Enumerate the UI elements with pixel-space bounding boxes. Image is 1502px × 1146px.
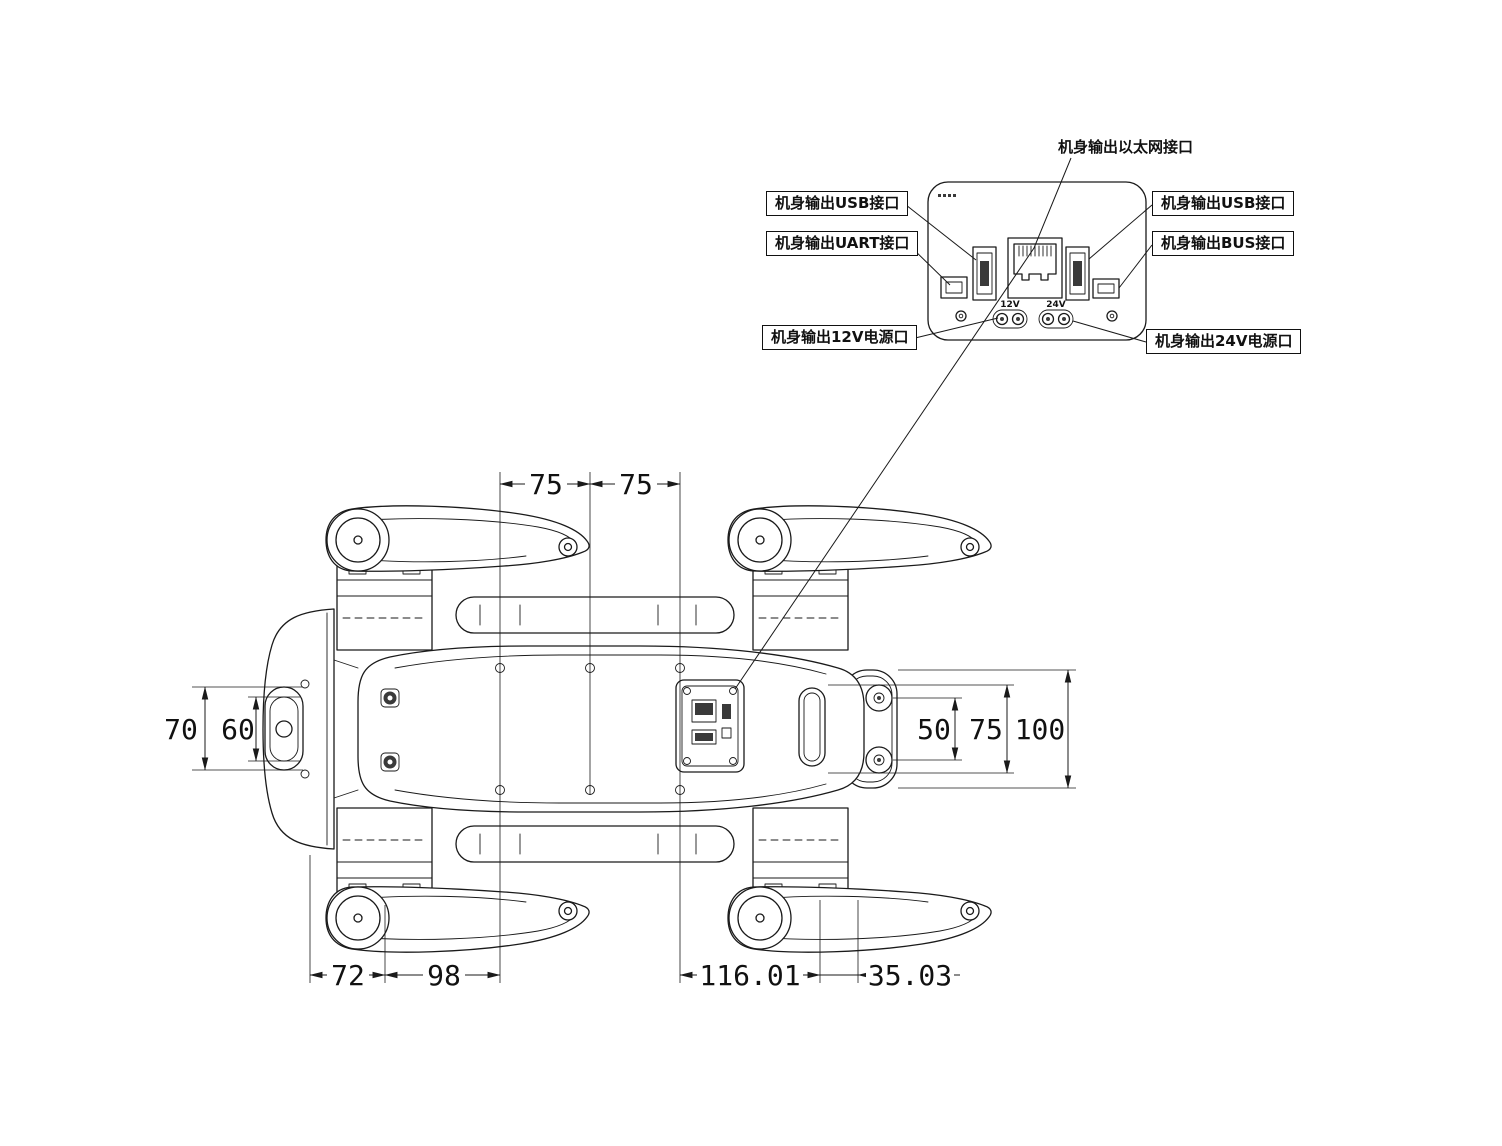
dim-bottom-98: 98 — [427, 959, 461, 992]
dim-top-75-left: 75 — [529, 468, 563, 501]
cross-plate-bottom — [455, 825, 735, 863]
corner-marks — [938, 194, 956, 197]
bus-connector — [1092, 278, 1120, 299]
robot-head — [262, 608, 335, 850]
leader-usb-right — [1088, 204, 1153, 260]
dim-left-70: 70 — [164, 713, 198, 746]
leader-12v — [910, 317, 999, 340]
rear-mount-circles — [865, 684, 893, 774]
dimension-top: 75 75 — [499, 468, 681, 501]
dimension-bottom: 72 98 116.01 35.03 — [309, 959, 960, 992]
leader-24v — [1072, 320, 1147, 343]
dim-right-50: 50 — [917, 713, 951, 746]
callout-panel-drawing: 12V 24V — [927, 181, 1147, 341]
dim-bottom-116: 116.01 — [699, 959, 800, 992]
callout-label-uart: 机身输出UART接口 — [766, 231, 919, 256]
leader-bus — [1118, 244, 1153, 289]
left-body-ports — [380, 688, 400, 772]
port-label-24v: 24V — [1046, 300, 1066, 310]
callout-label-ethernet: 机身输出以太网接口 — [1058, 138, 1194, 156]
body-interface-panel — [675, 679, 745, 773]
robot-top-view — [262, 505, 992, 953]
leader-ethernet — [734, 157, 1072, 690]
dim-right-100: 100 — [1015, 713, 1066, 746]
ethernet-jack — [1007, 237, 1063, 299]
dim-bottom-35: 35.03 — [868, 959, 952, 992]
callout-label-usb-left: 机身输出USB接口 — [766, 191, 909, 216]
callout-label-bus: 机身输出BUS接口 — [1152, 231, 1295, 256]
callout-label-power-12v: 机身输出12V电源口 — [762, 325, 918, 350]
power-connector-24v: 24V — [1038, 300, 1074, 329]
leg-rear-upper — [727, 505, 992, 572]
dimensions: 75 75 70 60 50 75 100 — [164, 468, 1076, 992]
callout-label-usb-right: 机身输出USB接口 — [1152, 191, 1295, 216]
head-camera-lens — [275, 720, 293, 738]
panel-screws — [955, 310, 1118, 322]
dimension-left: 70 60 — [164, 686, 260, 771]
usb-port-right — [1065, 246, 1090, 301]
port-label-12v: 12V — [1000, 300, 1020, 310]
extension-lines — [192, 472, 1076, 983]
dim-left-60: 60 — [221, 713, 255, 746]
leg-front-lower — [325, 886, 590, 953]
leader-lines — [734, 157, 1153, 690]
dim-right-75: 75 — [969, 713, 1003, 746]
cross-plate-top — [455, 596, 735, 634]
dim-top-75-right: 75 — [619, 468, 653, 501]
leader-usb-left — [905, 204, 977, 261]
carry-handle-slot — [798, 687, 826, 767]
usb-port-left — [972, 246, 997, 301]
dim-bottom-72: 72 — [331, 959, 365, 992]
body-shell — [333, 645, 865, 813]
callout-label-power-24v: 机身输出24V电源口 — [1146, 329, 1302, 354]
leg-rear-lower — [727, 886, 992, 953]
leg-front-upper — [325, 505, 590, 572]
uart-connector — [940, 276, 968, 299]
dimension-right: 50 75 100 — [917, 669, 1072, 789]
